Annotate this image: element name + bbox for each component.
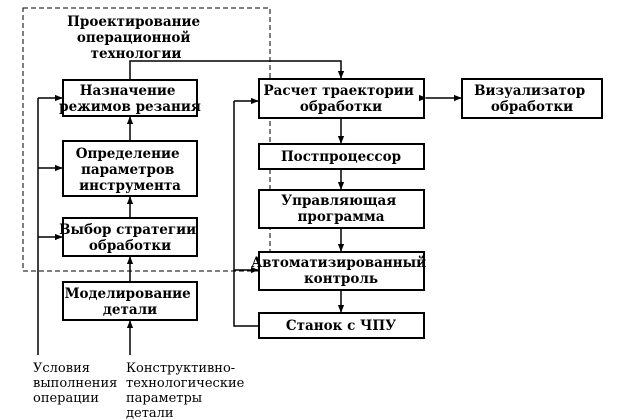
design-technology-group-frame [22, 7, 271, 272]
node-cnc-machine-line-1: Станок с ЧПУ [286, 318, 396, 334]
node-visualizer-line-1: Визуализатор [474, 83, 585, 99]
svg-text:Выбор стратегии обработк: Выбор стратегии обработки [59, 222, 201, 254]
input-design-params-line-1: Конструктивно- [126, 361, 235, 376]
node-control-program-line-1: Управляющая [281, 193, 396, 209]
group-title-line-2: операционной [77, 30, 190, 46]
node-trajectory: Расчет траектории обработки [258, 78, 425, 119]
node-trajectory-line-1: Расчет траектории [263, 83, 413, 99]
input-design-params-line-3: параметры [126, 391, 202, 406]
node-strategy: Выбор стратегии обработки [59, 217, 201, 257]
group-title-line-1: Проектирование [67, 14, 200, 30]
input-conditions-line-2: выполнения [33, 376, 117, 391]
node-postprocessor-line-1: Постпроцессор [281, 149, 401, 165]
node-part-modeling-line-2: детали [103, 302, 157, 318]
node-strategy-line-1: Выбор стратегии [59, 222, 196, 238]
node-control-program: Управляющая программа [258, 189, 425, 229]
node-part-modeling: Моделирование детали [62, 281, 198, 321]
svg-text:Расчет траектории обрабо: Расчет траектории обработки [263, 83, 418, 115]
node-control-program-line-2: программа [298, 209, 385, 225]
node-cnc-machine: Станок с ЧПУ [258, 312, 425, 339]
node-cutting-modes-line-1: Назначение [80, 83, 176, 99]
node-visualizer-line-2: обработки [491, 99, 573, 115]
svg-text:Управляющая программа: Управляющая программа [281, 193, 401, 225]
node-auto-control: Автоматизированный контроль [251, 251, 431, 291]
svg-text:Автоматизированный контр: Автоматизированный контроль [251, 255, 431, 287]
input-conditions-label: Условия выполнения операции [33, 361, 121, 406]
node-part-modeling-line-1: Моделирование [65, 286, 191, 302]
svg-text:Моделирование детали: Моделирование детали [65, 286, 196, 318]
group-title: Проектирование операционной технологии [67, 14, 205, 62]
input-design-params-line-4: детали [126, 406, 174, 420]
input-conditions-line-3: операции [33, 391, 99, 406]
node-strategy-line-2: обработки [89, 238, 171, 254]
svg-text:Назначение режимов резан: Назначение режимов резания [59, 83, 201, 115]
node-auto-control-line-1: Автоматизированный [251, 255, 426, 271]
node-trajectory-line-2: обработки [300, 99, 382, 115]
svg-text:Постпроцессор: Постпроцессор [281, 149, 401, 165]
svg-text:Визуализатор обработки: Визуализатор обработки [474, 83, 590, 115]
node-cutting-modes: Назначение режимов резания [59, 79, 201, 117]
node-visualizer: Визуализатор обработки [461, 78, 603, 119]
node-tool-params: Определение параметров инструмента [62, 140, 198, 197]
input-conditions-line-1: Условия [33, 361, 90, 376]
node-tool-params-line-2: параметров [81, 162, 174, 178]
arrow-cutting-modes-to-trajectory [129, 60, 345, 80]
group-title-line-3: технологии [91, 46, 182, 62]
node-auto-control-line-2: контроль [304, 271, 378, 287]
input-design-params-line-2: технологические [126, 376, 245, 391]
node-tool-params-line-3: инструмента [79, 178, 181, 194]
input-design-params-label: Конструктивно- технологические параметры… [126, 361, 248, 420]
node-postprocessor: Постпроцессор [258, 143, 425, 170]
feedback-loop-line [233, 101, 258, 327]
node-tool-params-line-1: Определение [76, 146, 180, 162]
svg-text:Определение параметров: Определение параметров инструмента [76, 146, 185, 194]
svg-text:Станок с ЧПУ: Станок с ЧПУ [286, 318, 396, 334]
node-cutting-modes-line-2: режимов резания [59, 99, 201, 115]
